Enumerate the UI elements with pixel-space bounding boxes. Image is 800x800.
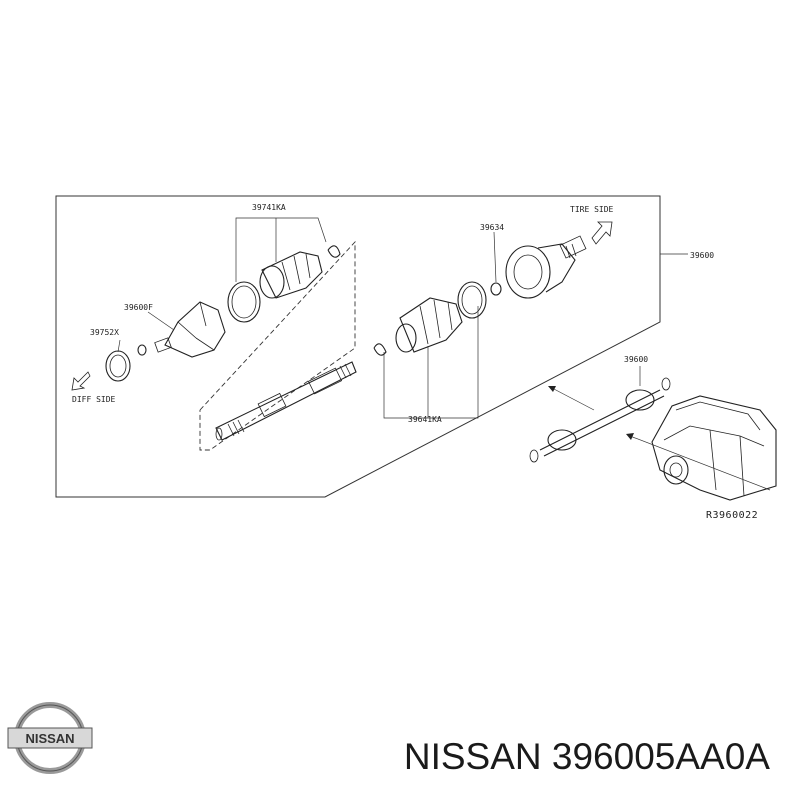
- inner-joint-housing: [154, 301, 226, 358]
- axle-shaft: [215, 361, 357, 441]
- reference-code: R3960022: [706, 510, 758, 521]
- label-inner-joint: 39600F: [124, 303, 153, 312]
- diagram-frame: [55, 195, 661, 498]
- vehicle-inset: [529, 366, 777, 501]
- upper-boot: [227, 245, 341, 323]
- outer-joint: [505, 235, 587, 299]
- caption-part-number: 396005AA0A: [551, 736, 770, 777]
- label-diff-side: DIFF SIDE: [72, 395, 116, 404]
- logo-text: NISSAN: [25, 731, 74, 746]
- label-tire-side: TIRE SIDE: [570, 205, 614, 214]
- label-snap-ring: 39752X: [90, 328, 119, 337]
- caption-brand: NISSAN: [403, 736, 542, 777]
- part-caption: NISSAN 396005AA0A: [404, 736, 770, 778]
- label-circlip: 39634: [480, 223, 504, 232]
- leader-lines: [117, 217, 688, 419]
- nissan-logo: NISSAN: [7, 702, 93, 774]
- label-boot-upper: 39741KA: [252, 203, 286, 212]
- small-clip: [137, 344, 147, 356]
- shaft-dashed-outline: [199, 240, 356, 451]
- circlip: [490, 282, 502, 296]
- diff-side-arrow: [71, 371, 91, 391]
- label-vehicle-callout: 39600: [624, 355, 648, 364]
- label-boot-lower: 39641KA: [408, 415, 442, 424]
- tire-side-arrow: [591, 221, 613, 245]
- lower-boot: [373, 281, 487, 356]
- label-assembly: 39600: [690, 251, 714, 260]
